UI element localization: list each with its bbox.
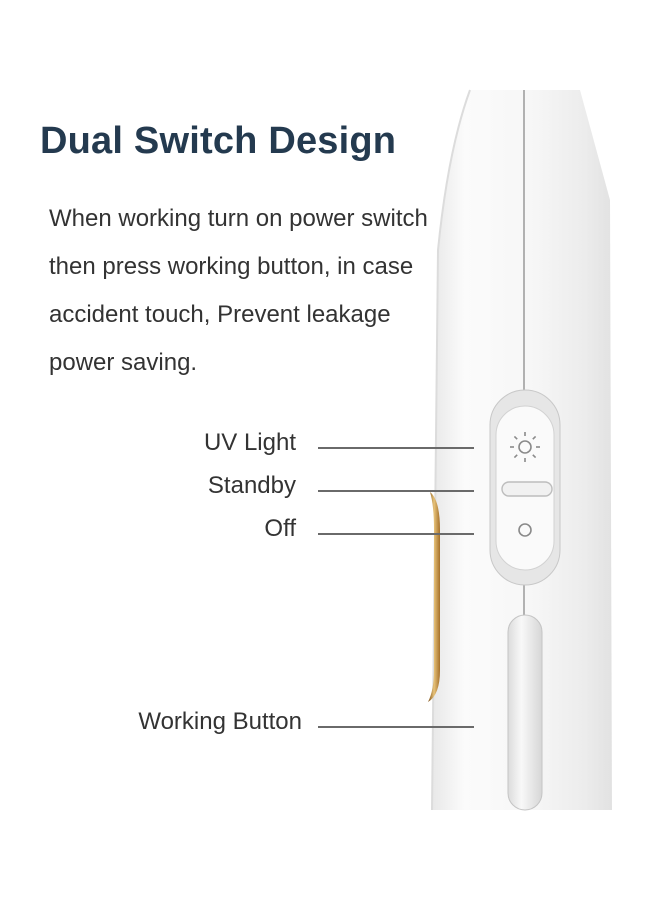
description-line: power saving. <box>49 349 198 376</box>
sun-icon <box>510 432 540 462</box>
page-title: Dual Switch Design <box>40 120 397 162</box>
description: When working turn on power switch then p… <box>49 195 439 387</box>
uv-light-leader <box>318 447 474 449</box>
working-button-leader <box>318 726 474 728</box>
uv-light-label: UV Light <box>203 429 296 456</box>
working-button-label: Working Button <box>138 708 302 735</box>
description-line: When working turn on power switch <box>49 205 428 232</box>
circle-icon <box>518 523 532 537</box>
off-leader <box>318 533 474 535</box>
description-line: then press working button, in case <box>49 253 414 280</box>
standby-leader <box>318 490 474 492</box>
working-button <box>507 614 543 811</box>
bar-icon <box>501 481 553 497</box>
off-label: Off <box>264 515 296 542</box>
description-line: accident touch, Prevent leakage <box>49 301 391 328</box>
standby-label: Standby <box>207 472 296 499</box>
accent-strip <box>428 492 440 702</box>
